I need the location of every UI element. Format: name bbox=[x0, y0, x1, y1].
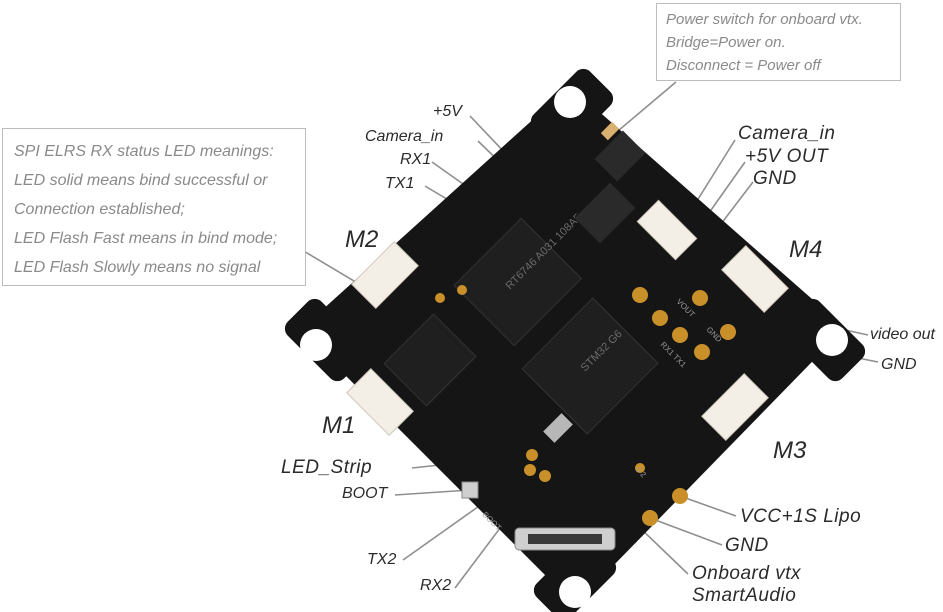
leader-gnd-bottom bbox=[649, 517, 723, 546]
chip-rtc bbox=[453, 217, 583, 347]
pad-vcc bbox=[672, 488, 688, 504]
power-note-line: Disconnect = Power off bbox=[666, 57, 821, 74]
label-tx1: TX1 bbox=[385, 175, 415, 192]
pad-gnd-bottom bbox=[642, 510, 658, 526]
pad-camera-in bbox=[652, 310, 668, 326]
pad-tx2 bbox=[524, 464, 536, 476]
pad-led-strip bbox=[526, 449, 538, 461]
label-led-strip: LED_Strip bbox=[281, 457, 373, 478]
label-boot: BOOT bbox=[342, 485, 388, 502]
usb-port-slot bbox=[528, 534, 602, 544]
crystal bbox=[543, 413, 573, 443]
label-gnd-top: GND bbox=[753, 168, 797, 189]
power-note-line: Power switch for onboard vtx. bbox=[666, 11, 863, 28]
leader-boot bbox=[394, 489, 471, 496]
motor-label-m1: M1 bbox=[322, 412, 356, 439]
led-note-line: LED Flash Fast means in bind mode; bbox=[14, 230, 278, 247]
solder-pads bbox=[435, 285, 736, 526]
label-plus5v-out: +5V OUT bbox=[745, 146, 829, 167]
label-gnd-bottom: GND bbox=[725, 535, 769, 556]
led-note-line: Connection established; bbox=[14, 201, 185, 218]
leader-power-note bbox=[611, 81, 677, 137]
chip-baro bbox=[383, 313, 477, 407]
connector-m4 bbox=[721, 245, 789, 313]
label-camera-in-right: Camera_in bbox=[738, 123, 836, 144]
motor-label-m2: M2 bbox=[345, 226, 379, 253]
mount-hole-top bbox=[554, 86, 586, 118]
label-vcc-lipo: VCC+1S Lipo bbox=[740, 506, 862, 527]
chip-mcu bbox=[521, 297, 659, 435]
pad-rx2 bbox=[539, 470, 551, 482]
chip-regulator bbox=[594, 130, 646, 182]
label-video-out: video out bbox=[870, 326, 935, 343]
label-rx1: RX1 bbox=[400, 151, 432, 168]
pad-tx1 bbox=[694, 344, 710, 360]
label-smartaudio: SmartAudio bbox=[692, 585, 797, 606]
pad-vout bbox=[692, 290, 708, 306]
mount-hole-bottom bbox=[559, 576, 591, 608]
label-tx2: TX2 bbox=[367, 551, 397, 568]
power-bridge-pads bbox=[600, 121, 620, 141]
led-note-line: LED solid means bind successful or bbox=[14, 172, 268, 189]
label-camera-in-left: Camera_in bbox=[365, 128, 444, 145]
led-note-line: SPI ELRS RX status LED meanings: bbox=[14, 143, 274, 160]
mount-hole-left bbox=[300, 329, 332, 361]
motor-label-m3: M3 bbox=[773, 437, 807, 464]
connector-m1 bbox=[346, 368, 414, 436]
connector-m3 bbox=[701, 373, 769, 441]
pad-small-2 bbox=[457, 285, 467, 295]
label-onboard-vtx: Onboard vtx bbox=[692, 563, 801, 584]
leader-vcc-lipo bbox=[679, 495, 737, 517]
boot-button bbox=[461, 481, 479, 499]
label-rx2: RX2 bbox=[420, 577, 452, 594]
pad-small-1 bbox=[435, 293, 445, 303]
label-gnd-right: GND bbox=[881, 356, 917, 373]
pad-small-3 bbox=[635, 463, 645, 473]
connector-camera bbox=[636, 199, 698, 261]
pad-gnd bbox=[720, 324, 736, 340]
chip-vtx bbox=[574, 182, 636, 244]
pad-rx1 bbox=[672, 327, 688, 343]
power-switch-note: Power switch for onboard vtx. Bridge=Pow… bbox=[656, 3, 901, 81]
pad-plus5v bbox=[632, 287, 648, 303]
led-note-line: LED Flash Slowly means no signal bbox=[14, 259, 261, 276]
led-status-note: SPI ELRS RX status LED meanings: LED sol… bbox=[2, 128, 306, 286]
mount-hole-right bbox=[816, 324, 848, 356]
flight-controller-board: RT6746 A031 108A5 STM32 G6 bbox=[284, 68, 866, 612]
label-plus5v: +5V bbox=[433, 103, 462, 120]
connector-m2 bbox=[351, 241, 419, 309]
power-note-line: Bridge=Power on. bbox=[666, 34, 786, 51]
motor-label-m4: M4 bbox=[789, 236, 823, 263]
